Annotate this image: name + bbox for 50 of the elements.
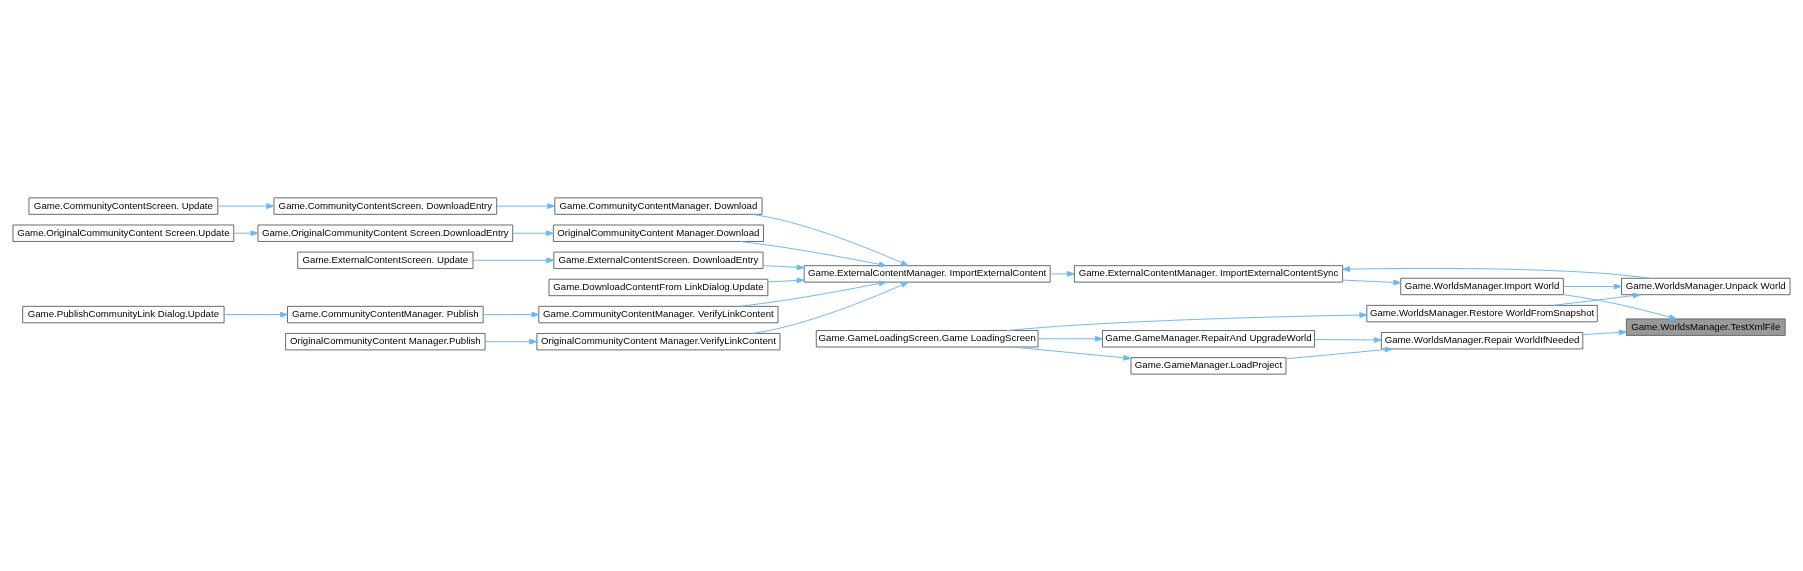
arrow xyxy=(752,281,909,334)
arrow xyxy=(1012,346,1132,361)
arrow xyxy=(482,311,540,317)
arrow xyxy=(496,202,556,209)
arrow xyxy=(223,311,288,317)
arrow xyxy=(512,229,554,236)
arrow xyxy=(762,264,805,270)
arrow xyxy=(752,213,909,266)
arrow xyxy=(1342,279,1402,285)
node-box: OriginalCommunityContent Manager.Publish xyxy=(285,332,486,350)
node-box: Game.CommunityContentManager. Download xyxy=(554,196,763,215)
arrow xyxy=(739,280,887,307)
arrow xyxy=(484,338,538,345)
node-box: Game.CommunityContentManager. VerifyLinkContent xyxy=(538,305,779,323)
node-box: OriginalCommunityContent Manager.Download xyxy=(552,224,764,242)
arrow xyxy=(1342,265,1651,279)
node-box: Game.CommunityContentScreen. Update xyxy=(28,196,219,215)
node-box: Game.DownloadContentFrom LinkDialog.Update xyxy=(548,278,769,296)
node-box: Game.WorldsManager.Repair WorldIfNeeded xyxy=(1380,331,1584,349)
arrow xyxy=(1563,283,1622,289)
node-box: Game.WorldsManager.Restore WorldFromSnapshot xyxy=(1366,304,1598,322)
node-box: Game.OriginalCommunityContent Screen.DownloadEntry xyxy=(257,224,514,242)
arrow xyxy=(739,240,887,267)
arrow xyxy=(1285,346,1393,359)
node-box: Game.GameManager.RepairAnd UpgradeWorld xyxy=(1101,329,1315,347)
node-box: Game.ExternalContentManager. ImportExternalContentSync xyxy=(1073,264,1344,283)
arrow xyxy=(1552,292,1641,306)
node-box: Game.CommunityContentScreen. DownloadEntry xyxy=(273,196,498,215)
arrow xyxy=(1314,336,1382,343)
node-box: Game.WorldsManager.TestXmlFile xyxy=(1625,317,1786,336)
node-box: Game.GameLoadingScreen.Game LoadingScreen xyxy=(815,329,1039,347)
node-box: OriginalCommunityContent Manager.VerifyLinkContent xyxy=(536,332,781,350)
arrow xyxy=(1037,335,1103,342)
node-box: Game.OriginalCommunityContent Screen.Update xyxy=(12,224,235,242)
node-box: Game.GameManager.LoadProject xyxy=(1130,356,1287,375)
node-box: Game.ExternalContentScreen. DownloadEntry xyxy=(553,251,764,269)
arrow xyxy=(1049,270,1075,277)
node-box: Game.ExternalContentScreen. Update xyxy=(297,251,474,269)
arrow xyxy=(233,229,259,236)
node-box: Game.PublishCommunityLink Dialog.Update xyxy=(22,305,225,323)
arrow xyxy=(1562,293,1677,320)
arrow xyxy=(472,256,554,263)
arrow xyxy=(767,277,805,283)
node-box: Game.CommunityContentManager. Publish xyxy=(287,305,484,323)
arrow xyxy=(1006,311,1368,331)
arrow xyxy=(1582,329,1627,335)
node-box: Game.WorldsManager.Import World xyxy=(1400,277,1564,295)
node-box: Game.ExternalContentManager. ImportExternalContent xyxy=(803,264,1051,283)
arrow xyxy=(217,202,274,209)
node-box: Game.WorldsManager.Unpack World xyxy=(1621,277,1791,295)
